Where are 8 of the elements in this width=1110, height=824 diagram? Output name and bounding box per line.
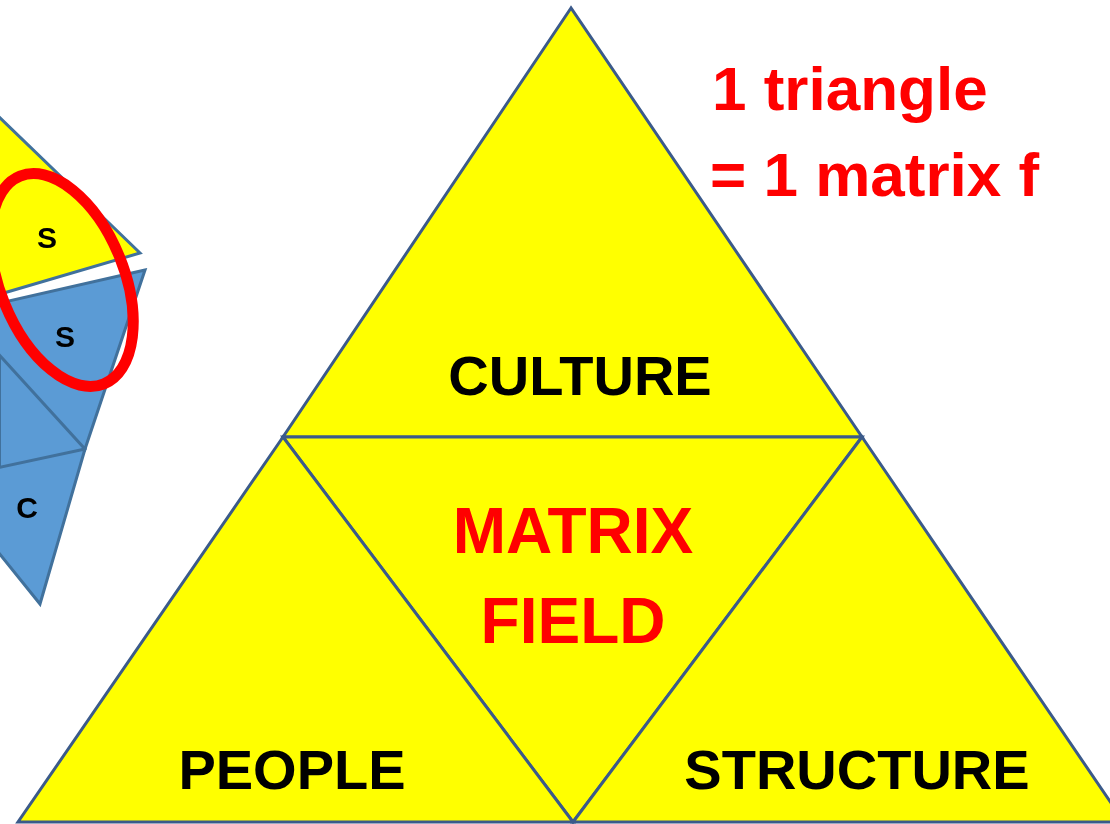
segment-label: C: [16, 493, 38, 523]
segment-label: PEOPLE: [178, 742, 406, 798]
segment-label: CULTURE: [448, 348, 712, 404]
segment-label: STRUCTURE: [684, 742, 1030, 798]
note-text: = 1 matrix f: [710, 144, 1040, 206]
segment-label: S: [37, 223, 57, 253]
center-title: MATRIX FIELD: [451, 494, 695, 659]
segment-label: S: [55, 322, 75, 352]
